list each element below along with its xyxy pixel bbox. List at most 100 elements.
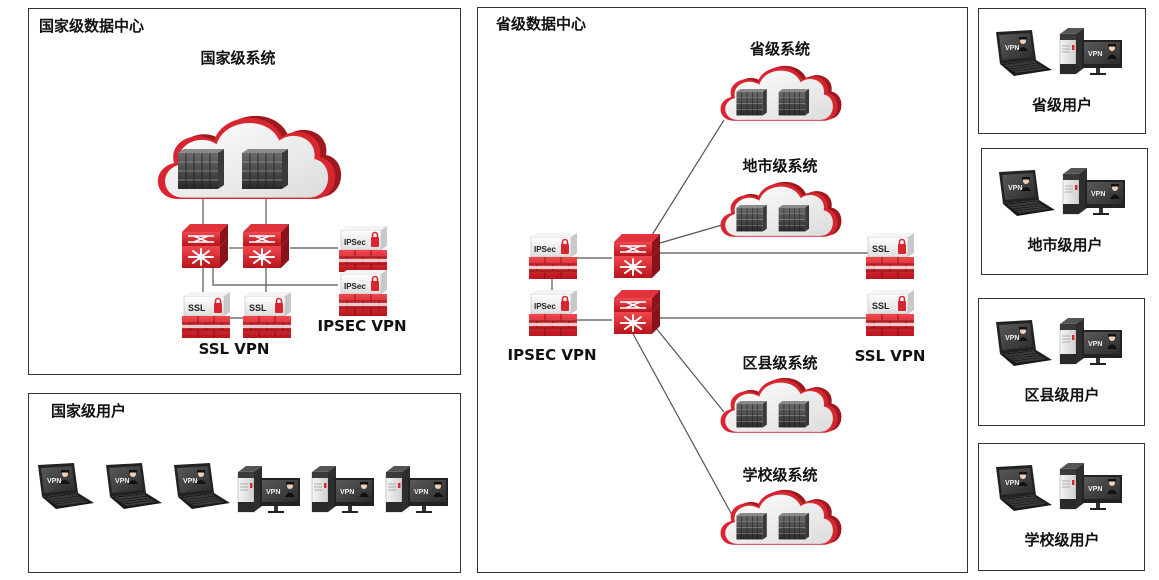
- desktop-computer-icon: VPN: [385, 465, 449, 514]
- cloud-icon: [720, 489, 842, 545]
- ipsec-firewall-icon: IPSec: [528, 289, 578, 337]
- desktop-computer-icon: VPN: [1059, 27, 1123, 76]
- cloud-icon: [720, 181, 842, 237]
- laptop-icon: VPN: [105, 462, 163, 510]
- desktop-computer-icon: VPN: [237, 465, 301, 514]
- provincial-ipsec-vpn-label: IPSEC VPN: [507, 346, 597, 364]
- provincial-ipsec-gateway-2: IPSec: [528, 289, 578, 337]
- vpn-screen-text: VPN: [1088, 341, 1102, 348]
- national-core-switch-2: [241, 222, 291, 270]
- vpn-screen-text: VPN: [1005, 45, 1019, 52]
- vpn-screen-text: VPN: [1008, 185, 1022, 192]
- provincial-ssl-vpn-label: SSL VPN: [854, 347, 926, 365]
- ipsec-device-text: IPSec: [534, 245, 556, 254]
- ipsec-firewall-icon: IPSec: [338, 269, 388, 317]
- provincial-ipsec-gateway-1: IPSec: [528, 232, 578, 280]
- system-label-city: 地市级系统: [742, 157, 818, 175]
- ssl-firewall-icon: SSL: [865, 289, 915, 337]
- vpn-screen-text: VPN: [183, 478, 197, 485]
- national-dc-title: 国家级数据中心: [39, 17, 145, 35]
- national-ssl-gateway-2: SSL: [242, 291, 292, 339]
- laptop-icon: VPN: [173, 462, 231, 510]
- ssl-firewall-icon: SSL: [865, 232, 915, 280]
- core-switch-icon: [613, 233, 661, 279]
- vpn-screen-text: VPN: [340, 489, 354, 496]
- user-group-label-provincial: 省级用户: [1031, 96, 1093, 114]
- national-cloud: [148, 107, 348, 207]
- laptop-icon: VPN: [995, 464, 1053, 512]
- ssl-device-text: SSL: [249, 303, 267, 313]
- ipsec-device-text: IPSec: [344, 238, 366, 247]
- user-laptop-county: VPN: [992, 319, 1054, 370]
- provincial-core-switch-2: [612, 288, 662, 336]
- national-user-laptop: VPN: [170, 462, 232, 513]
- vpn-screen-text: VPN: [1091, 191, 1105, 198]
- provincial-ssl-gateway-1: SSL: [865, 232, 915, 280]
- national-user-laptop: VPN: [102, 462, 164, 513]
- server-rack-icon: [241, 148, 289, 190]
- national-user-laptop: VPN: [34, 462, 96, 513]
- ipsec-firewall-icon: IPSec: [338, 225, 388, 273]
- laptop-icon: VPN: [995, 29, 1053, 77]
- user-desktop-city: VPN: [1061, 167, 1127, 218]
- user-group-label-city: 地市级用户: [1027, 236, 1103, 254]
- national-ssl-gateway-1: SSL: [181, 291, 231, 339]
- laptop-icon: VPN: [37, 462, 95, 510]
- provincial-core-switch-1: [612, 232, 662, 280]
- national-user-desktop: VPN: [236, 465, 302, 516]
- user-group-label-school: 学校级用户: [1024, 531, 1100, 549]
- ipsec-firewall-icon: IPSec: [528, 232, 578, 280]
- national-user-desktop: VPN: [384, 465, 450, 516]
- ssl-device-text: SSL: [872, 301, 890, 311]
- system-cloud-school: [714, 484, 846, 550]
- system-cloud-county: [714, 372, 846, 438]
- core-switch-icon: [242, 223, 290, 269]
- ipsec-device-text: IPSec: [344, 282, 366, 291]
- desktop-computer-icon: VPN: [1059, 462, 1123, 511]
- vpn-screen-text: VPN: [1088, 51, 1102, 58]
- national-system-label: 国家级系统: [200, 49, 276, 67]
- national-core-switch-1: [180, 222, 230, 270]
- user-group-label-county: 区县级用户: [1024, 386, 1100, 404]
- user-laptop-city: VPN: [995, 169, 1057, 220]
- system-cloud-provincial: [714, 60, 846, 126]
- system-cloud-city: [714, 176, 846, 242]
- user-laptop-school: VPN: [992, 464, 1054, 515]
- national-ssl-vpn-label: SSL VPN: [198, 340, 270, 358]
- provincial-dc-title: 省级数据中心: [496, 15, 587, 33]
- system-label-provincial: 省级系统: [749, 40, 811, 58]
- vpn-screen-text: VPN: [1088, 486, 1102, 493]
- core-switch-icon: [181, 223, 229, 269]
- provincial-ssl-gateway-2: SSL: [865, 289, 915, 337]
- national-ipsec-gateway-1: IPSec: [338, 225, 388, 273]
- vpn-screen-text: VPN: [47, 478, 61, 485]
- ipsec-device-text: IPSec: [534, 302, 556, 311]
- ssl-device-text: SSL: [188, 303, 206, 313]
- laptop-icon: VPN: [998, 169, 1056, 217]
- ssl-firewall-icon: SSL: [181, 291, 231, 339]
- vpn-screen-text: VPN: [414, 489, 428, 496]
- user-desktop-county: VPN: [1058, 317, 1124, 368]
- national-ipsec-vpn-label: IPSEC VPN: [317, 317, 407, 335]
- ssl-device-text: SSL: [872, 244, 890, 254]
- user-desktop-school: VPN: [1058, 462, 1124, 513]
- vpn-screen-text: VPN: [115, 478, 129, 485]
- cloud-icon: [720, 377, 842, 433]
- system-label-school: 学校级系统: [742, 466, 818, 484]
- national-users-title: 国家级用户: [51, 402, 127, 420]
- user-laptop-provincial: VPN: [992, 29, 1054, 80]
- desktop-computer-icon: VPN: [311, 465, 375, 514]
- desktop-computer-icon: VPN: [1059, 317, 1123, 366]
- ssl-firewall-icon: SSL: [242, 291, 292, 339]
- system-label-county: 区县级系统: [742, 354, 818, 372]
- national-ipsec-gateway-2: IPSec: [338, 269, 388, 317]
- core-switch-icon: [613, 289, 661, 335]
- vpn-screen-text: VPN: [1005, 480, 1019, 487]
- laptop-icon: VPN: [995, 319, 1053, 367]
- vpn-screen-text: VPN: [1005, 335, 1019, 342]
- desktop-computer-icon: VPN: [1062, 167, 1126, 216]
- national-user-desktop: VPN: [310, 465, 376, 516]
- vpn-screen-text: VPN: [266, 489, 280, 496]
- server-rack-icon: [177, 148, 225, 190]
- user-desktop-provincial: VPN: [1058, 27, 1124, 78]
